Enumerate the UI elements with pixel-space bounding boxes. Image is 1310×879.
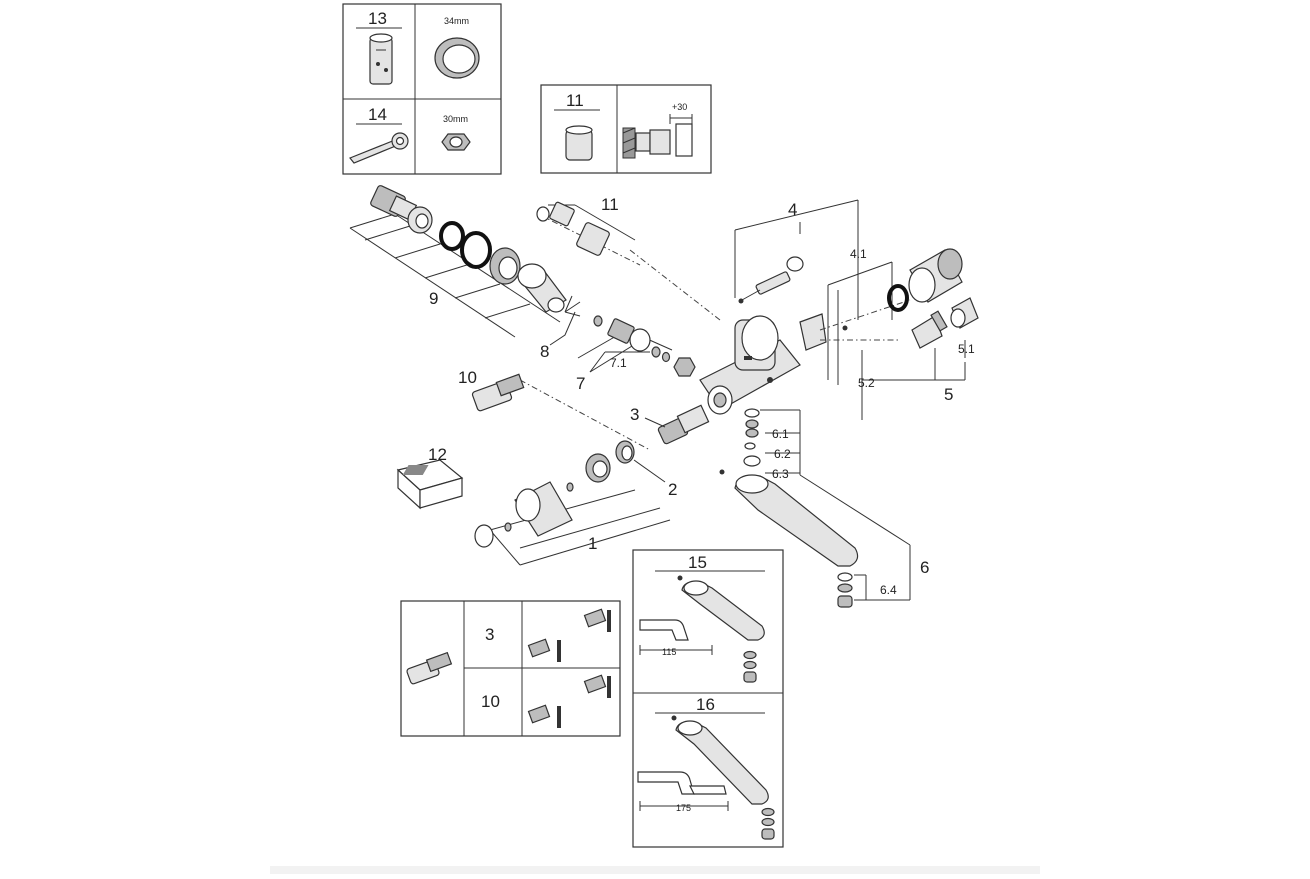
part-7-assembly: 7.1 7 — [576, 318, 696, 393]
tools-box-frame — [342, 3, 502, 175]
label-8: 8 — [540, 342, 549, 361]
part-4-assembly: 4 4.1 — [734, 199, 911, 385]
box-11-dimension: +30 — [672, 102, 687, 112]
spout-15-icon — [639, 575, 765, 683]
label-10: 10 — [458, 368, 477, 387]
handle-cap-icon — [908, 248, 963, 303]
extension-box: 11 +30 — [540, 84, 712, 174]
check-valve-icon — [607, 318, 651, 352]
socket-tool-icon — [369, 33, 393, 85]
cartridge-10-icon — [471, 373, 525, 412]
label-1: 1 — [588, 534, 597, 553]
spout-15-dimension: 115 — [662, 647, 676, 657]
variant-cartridge-icon — [406, 651, 453, 685]
part-2-assembly: 2 — [615, 440, 677, 499]
spout-16-dimension: 175 — [676, 803, 691, 813]
label-6-2: 6.2 — [774, 447, 791, 461]
part-9-assembly: 9 — [349, 185, 567, 338]
label-5-2: 5.2 — [858, 376, 875, 390]
part-6-assembly: 6.1 6.2 6.3 6.4 6 — [719, 408, 929, 608]
handle-1-icon — [514, 481, 573, 537]
thermo-cartridge-icon — [657, 404, 710, 445]
part-8-assembly: 8 — [540, 295, 603, 361]
extension-piece-icon — [565, 125, 593, 161]
o-ring-icon — [439, 221, 465, 251]
temperature-limiter-icon — [738, 256, 804, 304]
label-3: 3 — [630, 405, 639, 424]
label-6-4: 6.4 — [880, 583, 897, 597]
o-ring-large-icon — [460, 231, 492, 269]
nut-icon — [407, 206, 433, 234]
label-4: 4 — [788, 200, 797, 219]
label-7: 7 — [576, 374, 585, 393]
handle-adapter-icon — [911, 310, 948, 349]
thermostat-body — [629, 249, 827, 415]
part-10-assembly: 10 — [458, 368, 651, 451]
part-3-assembly: 3 — [630, 404, 710, 445]
sleeve-icon — [517, 263, 567, 313]
manual-card-icon — [396, 459, 464, 510]
variant-3-images — [527, 608, 611, 662]
spout-variants-box: 15 115 16 — [632, 549, 784, 848]
item-13-label: 13 — [368, 9, 387, 28]
extension-small-icon — [549, 201, 575, 227]
part-12-assembly: 12 — [396, 445, 464, 510]
label-6-1: 6.1 — [772, 427, 789, 441]
variants-box: 3 10 — [400, 600, 621, 737]
variant-10-images — [527, 674, 611, 728]
nut-30mm-icon — [441, 133, 471, 151]
variant-row-3: 3 — [485, 625, 494, 644]
label-6: 6 — [920, 558, 929, 577]
spout-icon — [734, 474, 859, 567]
label-12: 12 — [428, 445, 447, 464]
wrench-icon — [349, 132, 409, 164]
variant-row-10: 10 — [481, 692, 500, 711]
label-2: 2 — [668, 480, 677, 499]
label-7-1: 7.1 — [610, 356, 627, 370]
button-icon — [950, 297, 979, 329]
spout-15-label: 15 — [688, 553, 707, 572]
ring-nut-34mm-icon — [434, 37, 480, 79]
extension-install-icon — [622, 114, 693, 159]
part-5-assembly: 5.1 5.2 5 — [858, 248, 979, 420]
label-6-3: 6.3 — [772, 467, 789, 481]
hex-nut-icon — [673, 357, 696, 377]
part-1-assembly: 1 — [474, 453, 671, 566]
ring-2-icon — [615, 440, 635, 464]
item-14-size: 30mm — [443, 114, 468, 124]
handle-o-ring-icon — [887, 284, 909, 312]
insert-1-icon — [585, 453, 611, 483]
cap-1-icon — [474, 524, 494, 548]
item-13-size: 34mm — [444, 16, 469, 26]
label-5-1: 5.1 — [958, 342, 975, 356]
bottom-strip — [270, 866, 1040, 874]
seal-icon — [744, 408, 760, 418]
spout-16-icon — [637, 715, 775, 840]
extension-large-icon — [576, 222, 610, 256]
part-11-assembly: 11 — [536, 195, 641, 266]
washer-icon — [536, 206, 550, 222]
label-9: 9 — [429, 289, 438, 308]
label-4-1: 4.1 — [850, 247, 867, 261]
small-washer-icon — [593, 315, 603, 327]
label-5: 5 — [944, 385, 953, 404]
box-11-label: 11 — [566, 91, 584, 110]
item-14-label: 14 — [368, 105, 387, 124]
threaded-ring-icon — [489, 247, 521, 285]
tools-box: 13 34mm 14 30mm — [342, 3, 502, 175]
label-11: 11 — [601, 195, 619, 214]
spout-16-label: 16 — [696, 695, 715, 714]
